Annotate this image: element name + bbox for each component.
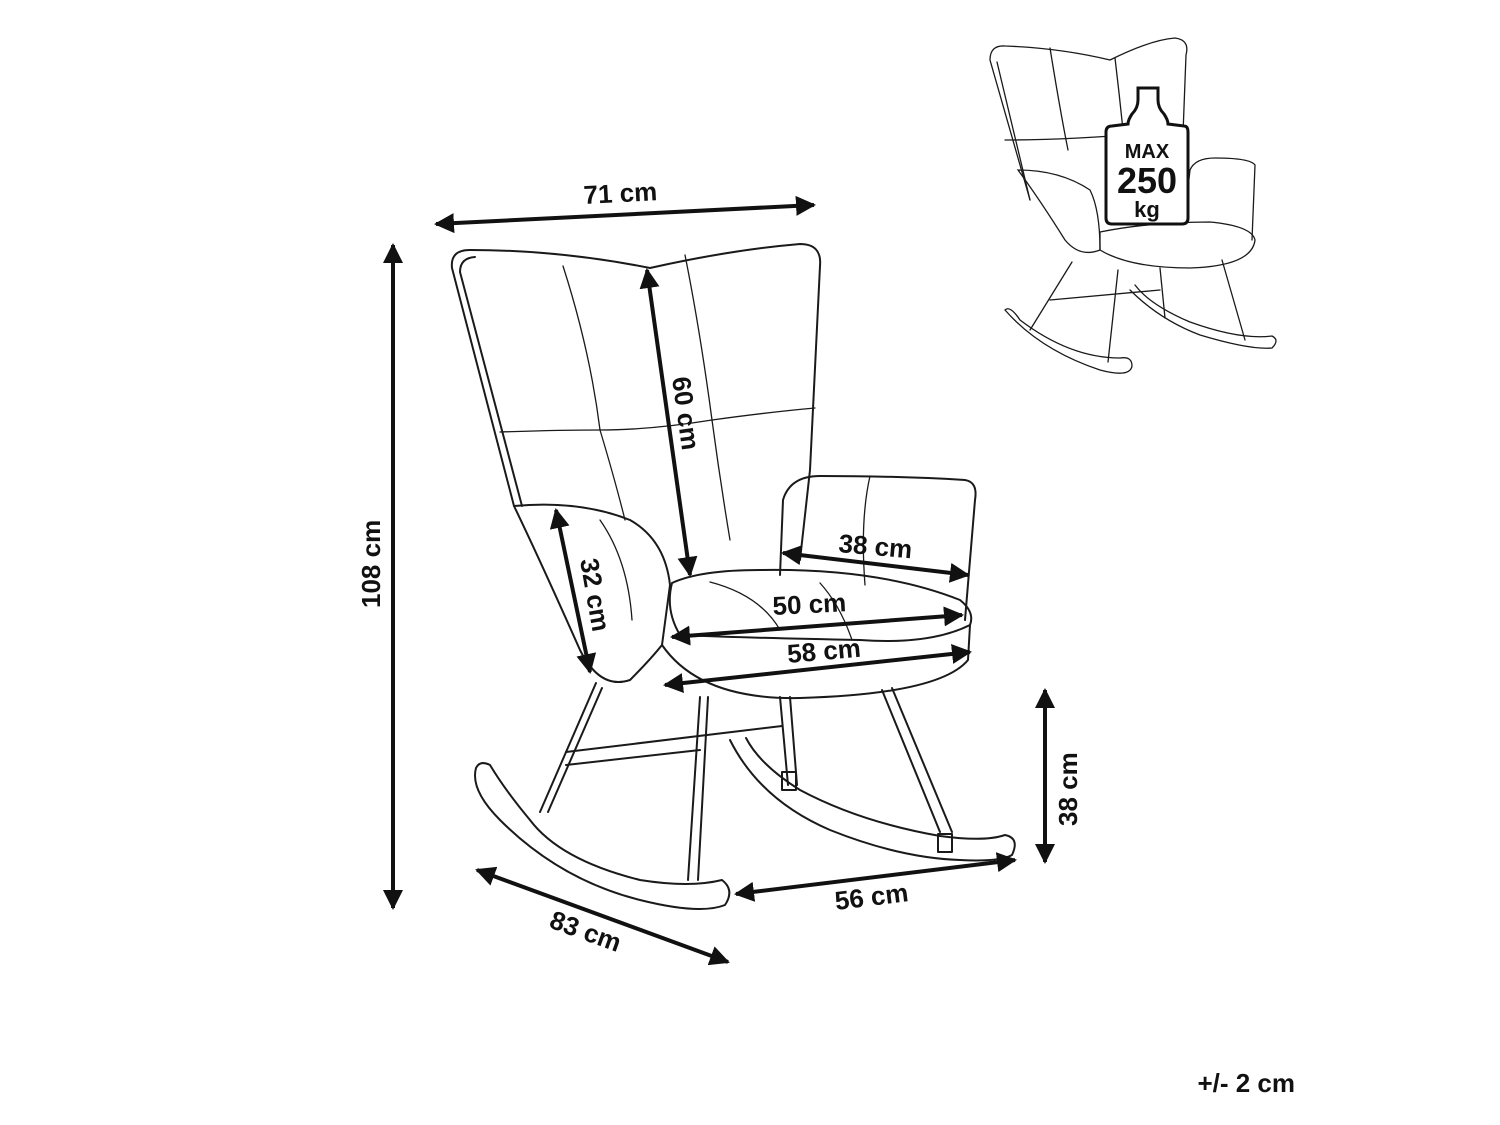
- back-leg-right: [779, 696, 798, 786]
- width-arrow: [434, 195, 816, 234]
- crossbar: [565, 725, 783, 766]
- rocker-bracket: [781, 771, 797, 791]
- front-leg-mid: [687, 696, 709, 881]
- armrest-height-arrow: [549, 508, 597, 674]
- max-label: MAX: [1125, 141, 1170, 163]
- dimension-arrows: [383, 195, 1055, 966]
- front-leg-left: [539, 682, 603, 813]
- seat-width-label: 50 cm: [772, 587, 847, 621]
- backrest-outline: [450, 243, 822, 561]
- seat-depth-label: 58 cm: [786, 633, 862, 669]
- tolerance-note: +/- 2 cm: [1197, 1068, 1295, 1098]
- rocking-chair-drawing: [450, 243, 1016, 910]
- backrest-inner-edge: [459, 256, 523, 507]
- width-label: 71 cm: [583, 176, 658, 210]
- base-width-arrow: [734, 852, 1017, 902]
- rocker-bracket: [937, 833, 953, 853]
- armrest-depth-arrow: [781, 545, 970, 583]
- height-label: 108 cm: [356, 520, 386, 608]
- base-width-label: 56 cm: [833, 877, 910, 916]
- weight-unit: kg: [1134, 197, 1160, 222]
- seat-depth-arrow: [663, 643, 972, 694]
- weight-bottle-icon: MAX 250 kg: [1104, 86, 1190, 226]
- seat-width-arrow: [670, 606, 964, 646]
- armrest-depth-label: 38 cm: [837, 528, 913, 564]
- back-leg-far: [881, 687, 953, 833]
- weight-value: 250: [1117, 160, 1177, 201]
- backrest-arrow: [639, 268, 698, 577]
- back-rocker: [729, 737, 1016, 862]
- depth-arrow: [475, 866, 730, 966]
- depth-label: 83 cm: [546, 904, 626, 957]
- right-armrest: [779, 475, 977, 621]
- seat-height-label: 38 cm: [1053, 752, 1083, 826]
